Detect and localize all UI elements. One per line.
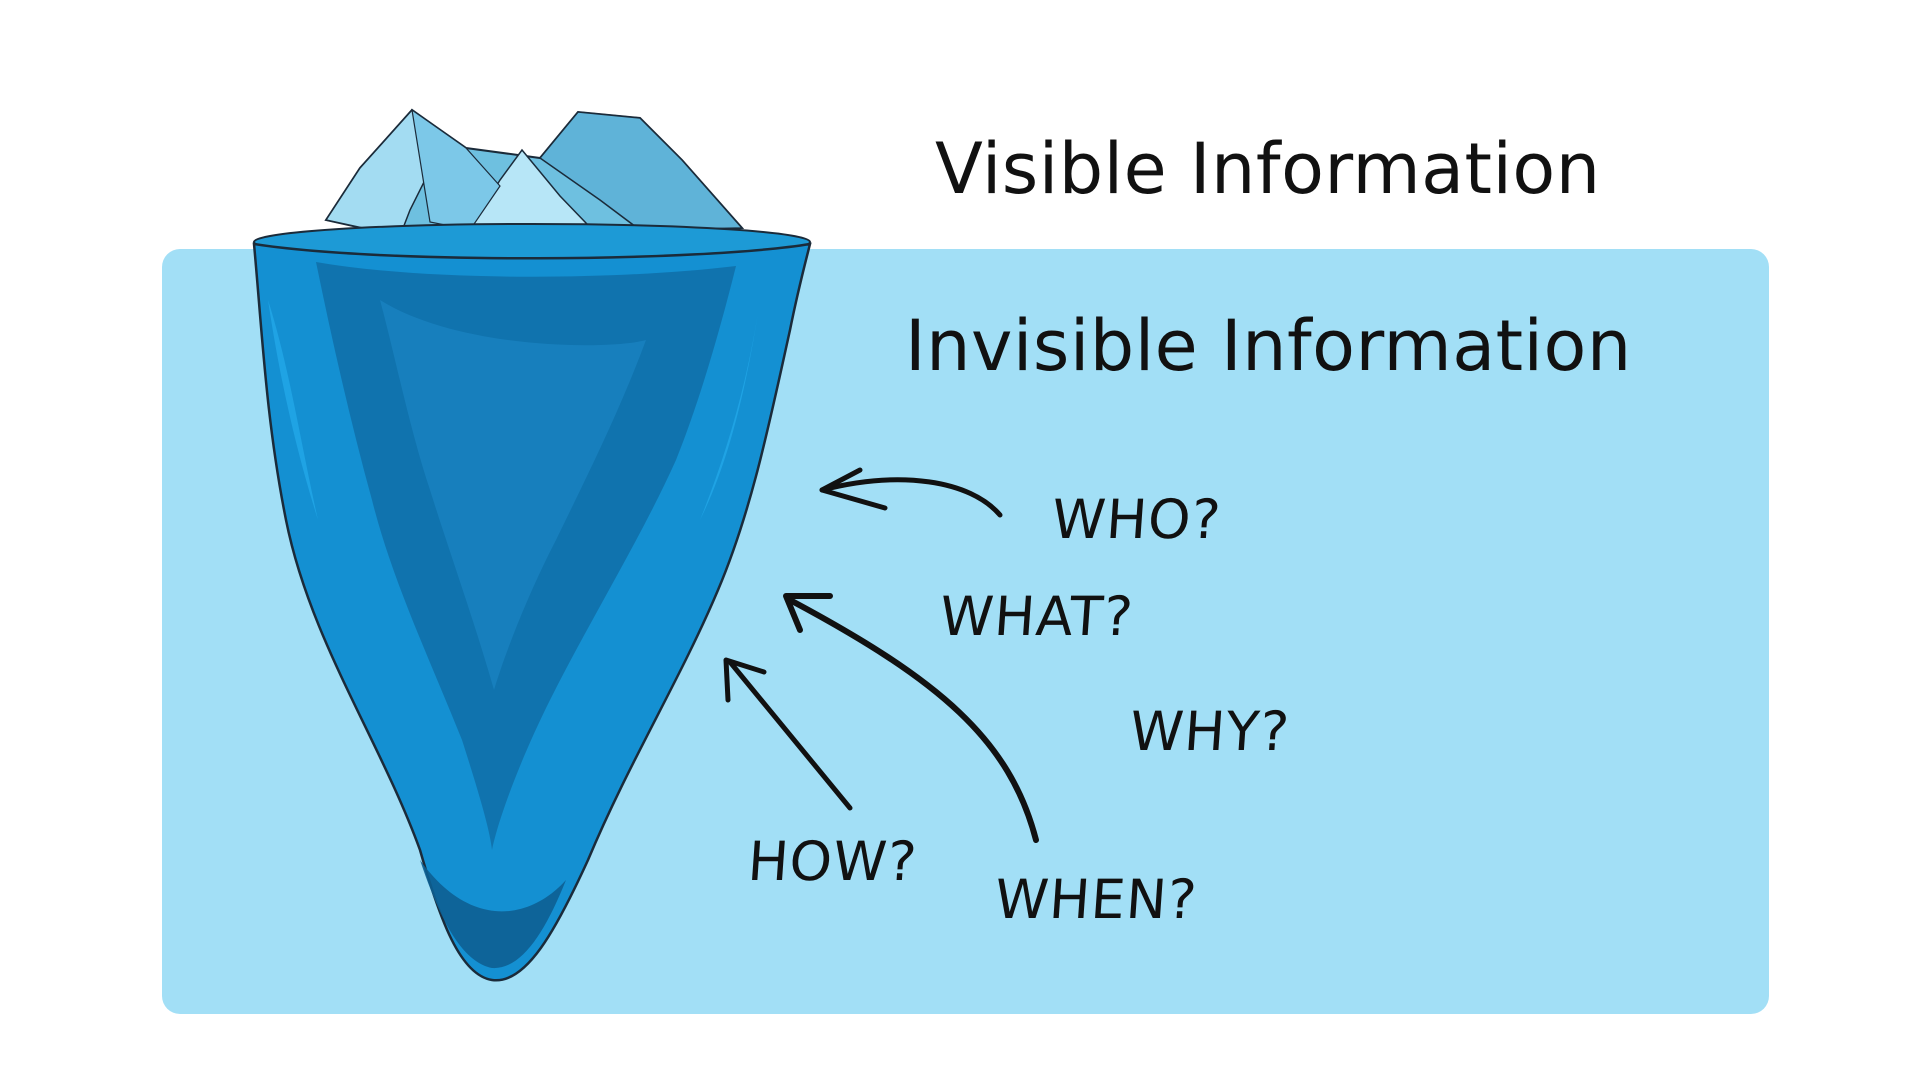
question-what: WHAT?	[937, 585, 1136, 648]
question-why: WHY?	[1127, 700, 1292, 763]
question-how: HOW?	[745, 830, 920, 893]
question-who: WHO?	[1049, 488, 1224, 551]
visible-information-heading: Visible Information	[935, 128, 1601, 210]
iceberg-tip	[324, 108, 745, 253]
iceberg-submerged	[252, 242, 812, 982]
question-when: WHEN?	[992, 868, 1200, 931]
invisible-information-heading: Invisible Information	[905, 305, 1632, 387]
